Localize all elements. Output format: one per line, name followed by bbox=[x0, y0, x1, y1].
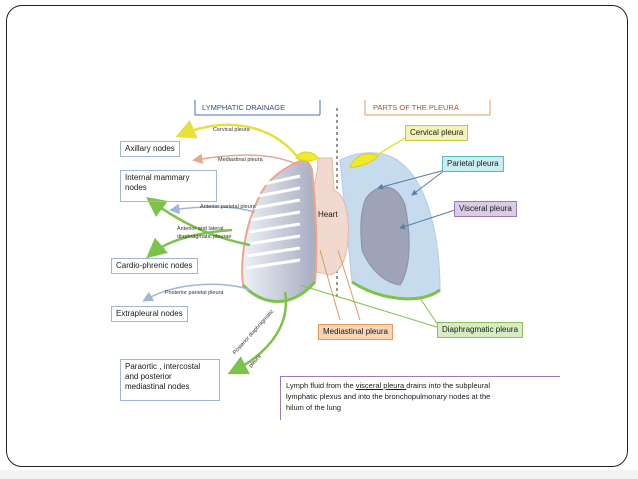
diaphragmatic-pointer-2 bbox=[419, 297, 441, 329]
posterior-diaphragm-drain-arrow bbox=[227, 291, 288, 375]
heart-label: Heart bbox=[318, 210, 338, 219]
anterior-lateral-label-2: diaphragmatic pleurae bbox=[177, 234, 232, 240]
lymphatic-drainage-header: LYMPHATIC DRAINAGE bbox=[202, 103, 286, 112]
posterior-parietal-arrow-label: Posterior parietal pleura bbox=[165, 290, 224, 296]
cervical-pleura-box: Cervical pleura bbox=[405, 125, 469, 141]
diaphragmatic-pleura-right bbox=[351, 280, 441, 301]
paraortic-line-3: mediastinal nodes bbox=[125, 382, 190, 391]
mediastinal-pleura-box: Mediastinal pleura bbox=[318, 324, 393, 340]
paraortic-line-2: and posterior bbox=[125, 372, 172, 381]
visceral-pleura-box: Visceral pleura bbox=[454, 201, 517, 217]
mediastinal-drain-arrow bbox=[192, 153, 301, 167]
lymph-fluid-note: Lymph fluid from the visceral pleura dra… bbox=[280, 376, 560, 420]
diaphragmatic-pointer-1 bbox=[299, 284, 441, 329]
parts-of-pleura-header: PARTS OF THE PLEURA bbox=[373, 103, 459, 112]
mediastinal-pointer-1 bbox=[319, 249, 341, 321]
note-line-1: Lymph fluid from the visceral pleura dra… bbox=[286, 381, 491, 390]
axillary-nodes-box: Axillary nodes bbox=[120, 141, 180, 157]
anterior-diaphragm-drain-arrow-2 bbox=[146, 228, 233, 259]
cardio-phrenic-nodes-box: Cardio-phrenic nodes bbox=[111, 258, 198, 274]
parietal-pointer-2 bbox=[411, 169, 446, 196]
posterior-parietal-drain-arrow bbox=[142, 283, 251, 302]
cervical-arrow-label: Cervical pleura bbox=[213, 127, 250, 133]
paraortic-nodes-box: Paraortic , intercostal and posterior me… bbox=[120, 359, 220, 401]
cervical-pointer bbox=[371, 134, 411, 159]
left-cervical-cap bbox=[295, 151, 319, 162]
anterior-diaphragm-drain-arrow-1 bbox=[145, 197, 251, 247]
parietal-pleura-box: Parietal pleura bbox=[442, 156, 504, 172]
visceral-pleura-right bbox=[360, 186, 410, 286]
cervical-drain-arrow bbox=[175, 119, 301, 161]
bottom-bar bbox=[0, 470, 638, 479]
note-line-2: lymphatic plexus and into the bronchopul… bbox=[286, 392, 491, 401]
cervical-pleura-cap bbox=[349, 153, 379, 169]
parietal-pointer-1 bbox=[377, 169, 446, 190]
mediastinal-pointer-2 bbox=[337, 249, 361, 321]
note-line-3: hilum of the lung bbox=[286, 403, 342, 412]
internal-mammary-nodes-box: Internal mammary nodes bbox=[120, 170, 217, 202]
anterior-parietal-arrow-label: Anterior parietal pleura bbox=[200, 204, 256, 210]
mediastinal-arrow-label: Mediastinal pleura bbox=[218, 157, 263, 163]
internal-mammary-line-1: Internal mammary bbox=[125, 173, 190, 182]
diaphragmatic-pleura-box: Diaphragmatic pleura bbox=[437, 322, 524, 338]
rib-lines bbox=[246, 174, 301, 270]
extrapleural-nodes-box: Extrapleural nodes bbox=[111, 306, 188, 322]
diaphragmatic-pleura-left bbox=[241, 281, 317, 303]
visceral-pleura-link: visceral pleura bbox=[355, 381, 407, 390]
internal-mammary-line-2: nodes bbox=[125, 183, 147, 192]
anterior-lateral-label-1: Anterior and lateral bbox=[177, 226, 224, 232]
anterior-parietal-drain-arrow bbox=[169, 203, 256, 215]
visceral-pointer bbox=[399, 209, 456, 230]
paraortic-line-1: Paraortic , intercostal bbox=[125, 362, 201, 371]
